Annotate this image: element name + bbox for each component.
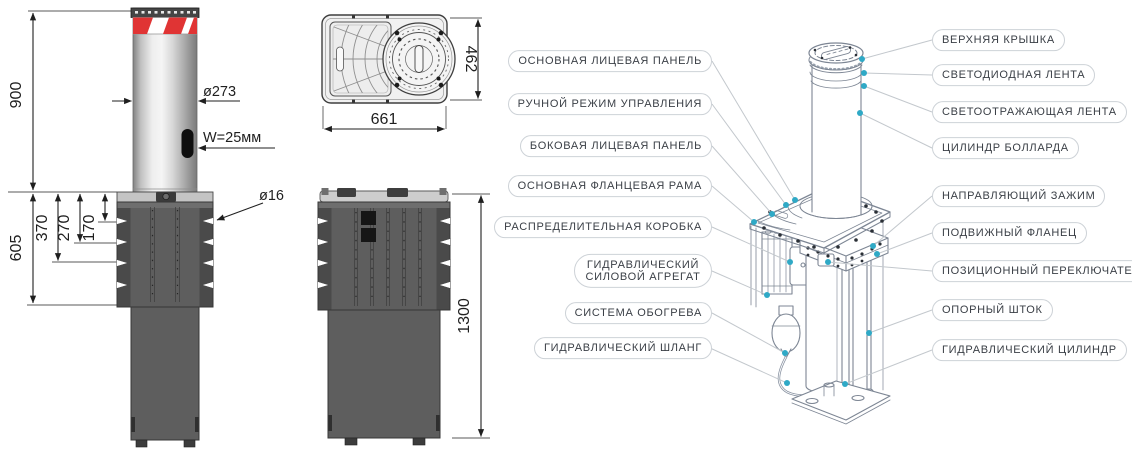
dim-462: 462 <box>462 46 479 73</box>
dim-270: 270 <box>56 215 73 242</box>
dim-370: 370 <box>34 215 51 242</box>
callout-led-strip: СВЕТОДИОДНАЯ ЛЕНТА <box>932 64 1096 86</box>
callout-leaders <box>709 39 933 385</box>
callout-distribution-box: РАСПРЕДЕЛИТЕЛЬНАЯ КОРОБКА <box>494 216 712 238</box>
callout-hydraulic-power-unit: ГИДРАВЛИЧЕСКИЙ СИЛОВОЙ АГРЕГАТ <box>574 253 712 289</box>
callout-moving-flange: ПОДВИЖНЫЙ ФЛАНЕЦ <box>932 222 1087 244</box>
callout-main-face-panel: ОСНОВНАЯ ЛИЦЕВАЯ ПАНЕЛЬ <box>508 50 712 72</box>
dim-900: 900 <box>8 82 25 109</box>
dim-band-width: W=25мм <box>203 130 261 146</box>
isometric-view <box>749 42 891 425</box>
ground-flange <box>116 191 214 203</box>
front-dimensions <box>29 12 275 304</box>
iso-cylinder <box>799 42 873 219</box>
callout-main-flange-frame: ОСНОВНАЯ ФЛАНЦЕВАЯ РАМА <box>507 175 712 197</box>
handle-slot <box>181 129 194 158</box>
callout-top-cover: ВЕРХНЯЯ КРЫШКА <box>932 29 1065 51</box>
callout-position-switch: ПОЗИЦИОННЫЙ ПЕРЕКЛЮЧАТЕЛЬ <box>932 260 1132 282</box>
dim-605: 605 <box>8 235 25 262</box>
dim-hole: ø16 <box>259 188 284 204</box>
callout-hydraulic-cylinder: ГИДРАВЛИЧЕСКИЙ ЦИЛИНДР <box>932 339 1127 361</box>
side-view: 1300 <box>317 188 490 446</box>
dim-diameter: ø273 <box>203 84 236 100</box>
top-view: 661 462 <box>321 14 482 133</box>
underground-casing <box>116 201 214 448</box>
callout-manual-mode: РУЧНОЙ РЕЖИМ УПРАВЛЕНИЯ <box>507 93 712 115</box>
led-dots <box>135 11 196 14</box>
top-bollard-circle <box>382 22 456 96</box>
callout-guide-clamp: НАПРАВЛЯЮЩИЙ ЗАЖИМ <box>932 185 1106 207</box>
callout-heating-system: СИСТЕМА ОБОГРЕВА <box>564 302 712 324</box>
vent-notches <box>116 217 214 289</box>
top-side-panel <box>329 21 392 97</box>
dim-661: 661 <box>371 111 398 128</box>
callout-support-rod: ОПОРНЫЙ ШТОК <box>932 299 1053 321</box>
front-view: 900 605 370 270 170 ø273 W=25мм ø16 <box>8 7 284 448</box>
reflective-band <box>132 17 198 35</box>
dim-1300: 1300 <box>456 298 473 334</box>
callout-reflective-strip: СВЕТООТРАЖАЮЩАЯ ЛЕНТА <box>932 101 1127 123</box>
callout-dots <box>751 56 880 387</box>
callout-side-face-panel: БОКОВАЯ ЛИЦЕВАЯ ПАНЕЛЬ <box>519 135 712 157</box>
callout-bollard-cylinder: ЦИЛИНДР БОЛЛАРДА <box>932 137 1079 159</box>
dim-170: 170 <box>81 215 98 242</box>
bollard-cylinder <box>130 7 200 193</box>
callout-hydraulic-hose: ГИДРАВЛИЧЕСКИЙ ШЛАНГ <box>533 337 712 359</box>
